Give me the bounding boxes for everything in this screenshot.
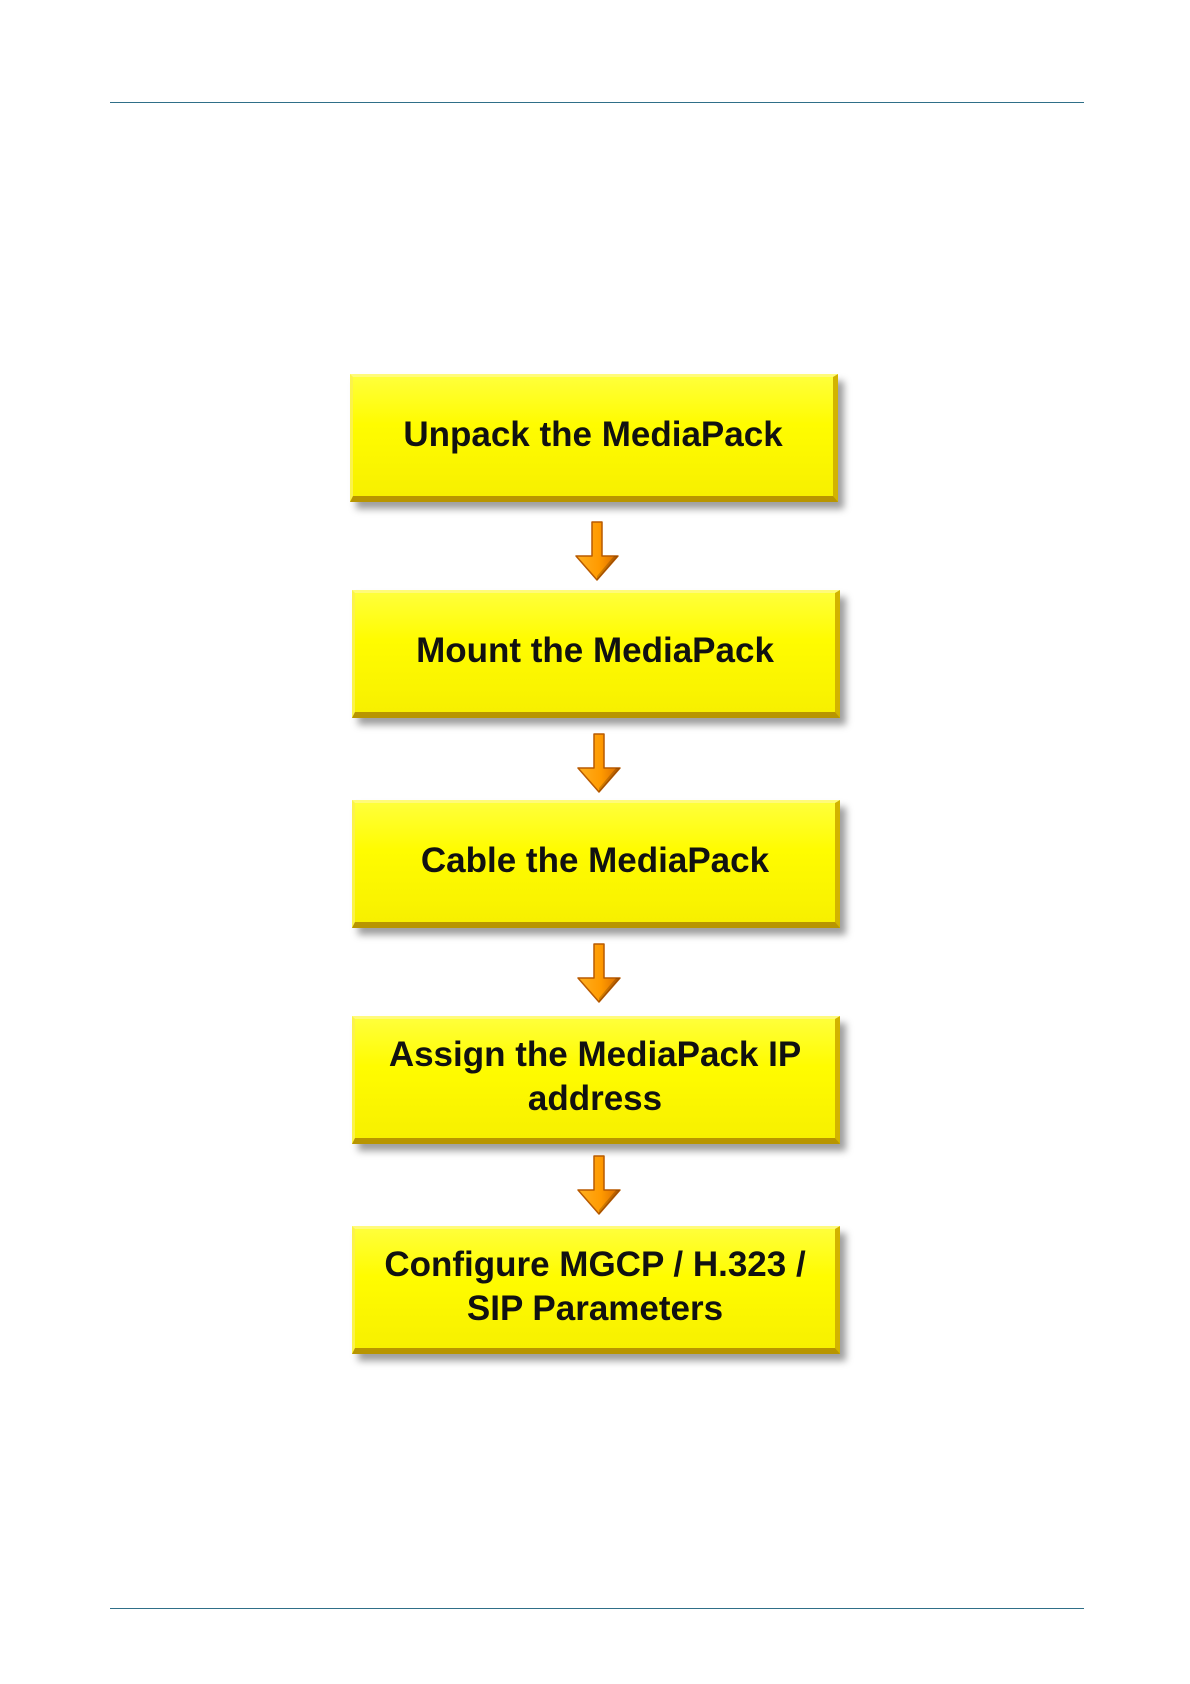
footer-rule	[110, 1608, 1084, 1609]
step-label-line-2: address	[389, 1077, 801, 1121]
down-arrow-icon	[572, 1154, 626, 1218]
step-label: Mount the MediaPack	[416, 629, 774, 673]
step-label-line-2: SIP Parameters	[384, 1287, 805, 1331]
down-arrow-icon	[572, 942, 626, 1006]
step-label-line-1: Assign the MediaPack IP	[389, 1033, 801, 1077]
step-cable-mediapack: Cable the MediaPack	[352, 800, 840, 928]
down-arrow-icon	[572, 732, 626, 796]
down-arrow-icon	[570, 520, 624, 584]
header-rule	[110, 102, 1084, 103]
step-label: Unpack the MediaPack	[403, 413, 782, 457]
step-unpack-mediapack: Unpack the MediaPack	[350, 374, 838, 502]
step-mount-mediapack: Mount the MediaPack	[352, 590, 840, 718]
step-assign-ip-address: Assign the MediaPack IP address	[352, 1016, 840, 1144]
step-label: Cable the MediaPack	[421, 839, 769, 883]
step-configure-parameters: Configure MGCP / H.323 / SIP Parameters	[352, 1226, 840, 1354]
step-label-line-1: Configure MGCP / H.323 /	[384, 1243, 805, 1287]
